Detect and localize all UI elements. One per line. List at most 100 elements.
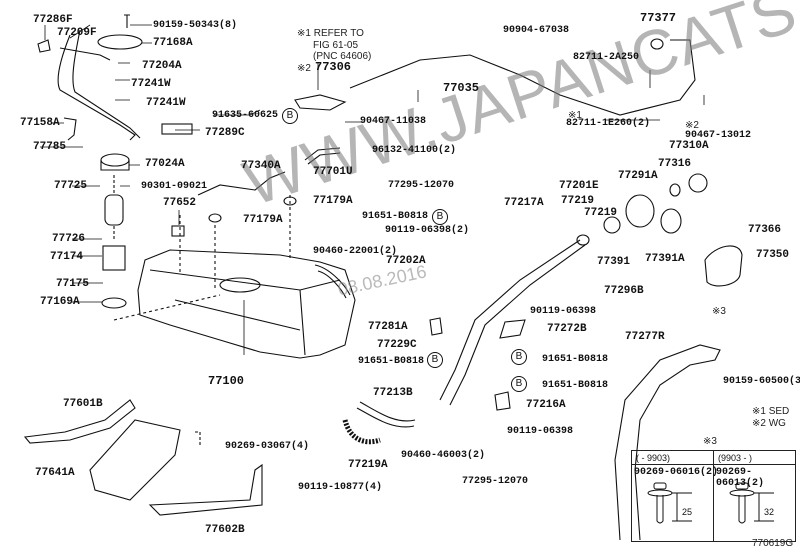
- part-label[interactable]: 90269-03067(4): [225, 441, 310, 452]
- part-label[interactable]: 77216A: [526, 399, 566, 411]
- part-label[interactable]: 77277R: [625, 331, 665, 343]
- part-label[interactable]: 77213B: [373, 387, 413, 399]
- part-label[interactable]: 77296B: [604, 285, 644, 297]
- legend-wg: ※2 WG: [752, 418, 786, 429]
- legend-sed: ※1 SED: [752, 406, 790, 417]
- part-label[interactable]: 77174: [50, 251, 84, 263]
- part-label[interactable]: 77641A: [35, 467, 75, 479]
- part-label[interactable]: 77272B: [547, 323, 587, 335]
- part-label[interactable]: 77295-12070: [462, 476, 529, 487]
- part-label[interactable]: 77169A: [40, 296, 80, 308]
- part-label[interactable]: 91635-60625: [212, 110, 279, 121]
- bracket-77281a: [429, 317, 443, 336]
- part-label[interactable]: 77652: [163, 197, 197, 209]
- part-label[interactable]: 77286F: [33, 14, 73, 26]
- part-label[interactable]: 77316: [658, 158, 692, 170]
- part-label[interactable]: 77602B: [205, 524, 245, 536]
- part-label[interactable]: 77391: [597, 256, 631, 268]
- part-label[interactable]: 90159-50343(8): [153, 20, 238, 31]
- note-mark3-table: ※3: [703, 436, 717, 447]
- part-label[interactable]: 77391A: [645, 253, 685, 265]
- part-label[interactable]: 82711-1E260(2): [566, 118, 651, 129]
- part-label[interactable]: 77209F: [57, 27, 97, 39]
- part-label[interactable]: 91651-B0818: [358, 356, 425, 367]
- part-label[interactable]: 77701U: [313, 166, 353, 178]
- clip-77286f: [37, 39, 51, 53]
- part-label[interactable]: 90467-11038: [360, 116, 427, 127]
- fuel-filter: [104, 194, 124, 226]
- part-label[interactable]: 77204A: [142, 60, 182, 72]
- grommet: [208, 213, 222, 223]
- part-label[interactable]: 77241W: [131, 78, 171, 90]
- gasket-77391a: [660, 208, 682, 234]
- part-label[interactable]: 77202A: [386, 255, 426, 267]
- part-label[interactable]: 77219: [561, 195, 595, 207]
- part-label[interactable]: 90904-67038: [503, 25, 570, 36]
- part-label[interactable]: 77035: [443, 81, 480, 95]
- part-label[interactable]: 77201E: [559, 180, 599, 192]
- part-label[interactable]: 77229C: [377, 339, 417, 351]
- part-label[interactable]: 77350: [756, 249, 790, 261]
- note-mark2-b: ※2: [685, 120, 699, 131]
- part-label[interactable]: 90119-06398(2): [385, 225, 470, 236]
- part-label[interactable]: 77291A: [618, 170, 658, 182]
- clip-part-col1[interactable]: 90269-06016(2): [634, 467, 719, 478]
- leader-lines: [40, 24, 705, 355]
- part-label[interactable]: 91651-B0818: [542, 354, 609, 365]
- band-77601b: [23, 399, 136, 444]
- part-label[interactable]: 77100: [208, 374, 245, 388]
- part-label[interactable]: 77241W: [146, 97, 186, 109]
- part-label[interactable]: 77219A: [348, 459, 388, 471]
- callout-b: B: [511, 349, 527, 365]
- part-label[interactable]: 91651-B0818: [362, 211, 429, 222]
- fuel-cap: [688, 173, 708, 193]
- part-label[interactable]: 90119-06398: [507, 426, 574, 437]
- part-label[interactable]: 77310A: [669, 140, 709, 152]
- hose-77219a: [342, 419, 381, 445]
- part-label[interactable]: 77175: [56, 278, 90, 290]
- part-label[interactable]: 77281A: [368, 321, 408, 333]
- clip-drawings: [647, 482, 774, 524]
- hose-77701u: [304, 147, 341, 165]
- part-label[interactable]: 77295-12070: [388, 180, 455, 191]
- part-label[interactable]: 77158A: [20, 117, 60, 129]
- part-label[interactable]: 77601B: [63, 398, 103, 410]
- bracket-77289c: [161, 123, 193, 135]
- part-label[interactable]: 90159-60500(3): [723, 376, 800, 387]
- hose-77213b: [356, 401, 416, 428]
- part-label[interactable]: 77179A: [313, 195, 353, 207]
- figure-id: 770619G: [752, 538, 794, 549]
- part-label[interactable]: 77725: [54, 180, 88, 192]
- gasket-77391: [603, 216, 621, 234]
- part-label[interactable]: 77168A: [153, 37, 193, 49]
- part-label[interactable]: 90460-22001(2): [313, 246, 398, 257]
- part-label[interactable]: 77340A: [241, 160, 281, 172]
- guide-77377: [650, 38, 664, 50]
- part-label[interactable]: 77289C: [205, 127, 245, 139]
- note-mark3: ※3: [712, 306, 726, 317]
- part-label[interactable]: 90301-09021: [141, 181, 208, 192]
- band-77602b: [148, 463, 263, 516]
- part-label[interactable]: 77366: [748, 224, 782, 236]
- part-label[interactable]: 77726: [52, 233, 86, 245]
- part-label[interactable]: 77024A: [145, 158, 185, 170]
- part-label[interactable]: 90119-10877(4): [298, 482, 383, 493]
- part-label[interactable]: 77377: [640, 11, 677, 25]
- part-label[interactable]: 90467-13012: [685, 130, 752, 141]
- part-label[interactable]: 77219: [584, 207, 618, 219]
- part-label[interactable]: 90460-46003(2): [401, 450, 486, 461]
- table-header-col1: ( - 9903): [632, 451, 713, 465]
- part-label[interactable]: 77179A: [243, 214, 283, 226]
- clip-icon-col1: [647, 482, 692, 524]
- table-divider: [713, 451, 714, 541]
- part-label[interactable]: 77217A: [504, 197, 544, 209]
- part-label[interactable]: 82711-2A250: [573, 52, 640, 63]
- part-label[interactable]: 77306: [315, 60, 352, 74]
- lever-77306: [294, 94, 347, 111]
- part-label[interactable]: 91651-B0818: [542, 380, 609, 391]
- part-label[interactable]: 77785: [33, 141, 67, 153]
- pump-cap: [100, 153, 130, 167]
- part-label[interactable]: 90119-06398: [530, 306, 597, 317]
- part-label[interactable]: 96132-41100(2): [372, 145, 457, 156]
